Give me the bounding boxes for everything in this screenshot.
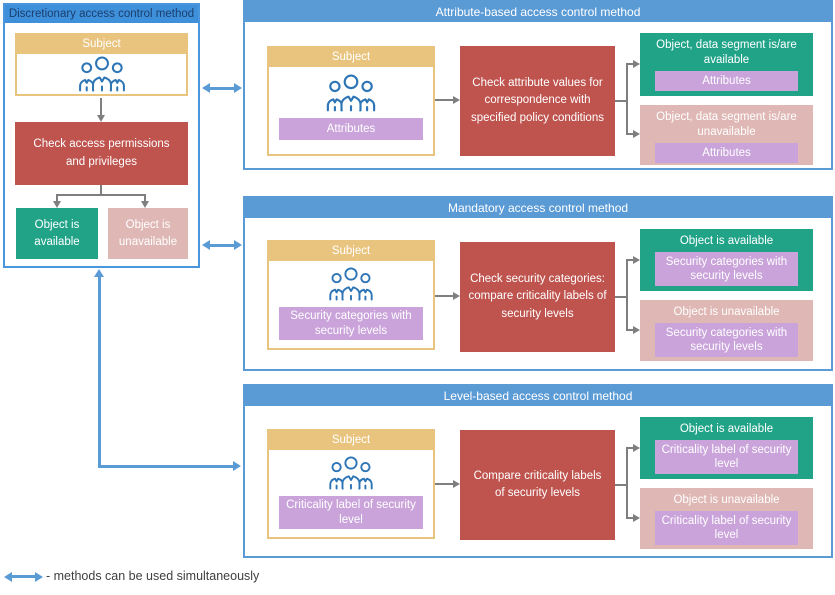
attribute-subject-box: Subject Attributes — [267, 46, 435, 156]
arrowhead-left-icon — [202, 240, 210, 250]
arrowhead-right-icon — [633, 444, 640, 452]
attribute-available-tag: Attributes — [655, 70, 798, 91]
mandatory-available-label: Object is available — [679, 235, 774, 247]
connector-check-stub — [615, 100, 627, 102]
connector-disc-level-horizontal — [98, 465, 233, 468]
panel-level: Level-based access control method Subjec… — [243, 384, 833, 558]
arrowhead-right-icon — [233, 461, 241, 471]
connector-check-stub — [615, 484, 627, 486]
connector-disc-mand — [209, 244, 235, 247]
mandatory-subject-label: Subject — [269, 242, 433, 261]
arrowhead-right-icon — [453, 480, 460, 488]
mandatory-subject-box: Subject Security categories with securit… — [267, 240, 435, 350]
mandatory-unavailable-tag: Security categories with security levels — [655, 322, 798, 357]
connector-to-available — [626, 447, 634, 449]
arrowhead-right-icon — [633, 256, 640, 264]
panel-mandatory: Mandatory access control method Subject … — [243, 196, 833, 371]
level-unavailable-label: Object is unavailable — [673, 494, 780, 506]
level-unavailable-tag: Criticality label of security level — [655, 510, 798, 545]
attribute-subject-label: Subject — [269, 48, 433, 67]
people-group-icon — [269, 67, 433, 118]
legend-arrowhead-right-icon — [35, 572, 43, 582]
connector-disc-level-vertical — [98, 277, 101, 468]
arrowhead-right-icon — [633, 130, 640, 138]
level-subject-tag: Criticality label of security level — [279, 496, 423, 529]
connector-branch-vertical — [626, 259, 628, 331]
connector-to-unavailable — [626, 133, 634, 135]
level-check-box: Compare criticality labels of security l… — [460, 430, 615, 540]
arrowhead-up-icon — [94, 269, 104, 277]
legend-label: - methods can be used simultaneously — [46, 569, 260, 583]
connector-branch-vertical — [626, 447, 628, 519]
attribute-check-box: Check attribute values for correspondenc… — [460, 46, 615, 156]
arrowhead-right-icon — [453, 292, 460, 300]
discretionary-check-box: Check access permissions and privileges — [15, 122, 188, 185]
panel-mandatory-title: Mandatory access control method — [245, 198, 831, 218]
connector-subject-to-check — [435, 99, 454, 101]
connector-branch-left — [56, 194, 58, 202]
arrowhead-right-icon — [453, 96, 460, 104]
mandatory-unavailable-box: Object is unavailable Security categorie… — [640, 300, 813, 361]
connector-subject-to-check — [435, 483, 454, 485]
connector-branch-stub — [100, 185, 102, 195]
discretionary-available-box: Object is available — [16, 208, 98, 259]
legend-arrowhead-left-icon — [4, 572, 12, 582]
arrowhead-right-icon — [234, 83, 242, 93]
attribute-subject-tag: Attributes — [279, 118, 423, 140]
discretionary-unavailable-box: Object is unavailable — [108, 208, 188, 259]
connector-subject-to-check — [435, 295, 454, 297]
attribute-unavailable-tag: Attributes — [655, 142, 798, 163]
connector-disc-attr — [209, 87, 235, 90]
level-subject-box: Subject Criticality label of security le… — [267, 429, 435, 539]
attribute-available-label: Object, data segment is/are available — [656, 39, 797, 66]
level-unavailable-box: Object is unavailable Criticality label … — [640, 488, 813, 549]
mandatory-available-box: Object is available Security categories … — [640, 229, 813, 291]
panel-attribute: Attribute-based access control method Su… — [243, 0, 833, 170]
arrowhead-down-icon — [141, 201, 149, 208]
connector-to-available — [626, 259, 634, 261]
mandatory-available-tag: Security categories with security levels — [655, 251, 798, 286]
connector-branch-vertical — [626, 63, 628, 135]
arrowhead-right-icon — [633, 514, 640, 522]
mandatory-subject-tag: Security categories with security levels — [279, 307, 423, 340]
panel-discretionary: Discretionary access control method Subj… — [3, 3, 200, 268]
people-group-icon — [269, 261, 433, 307]
level-available-tag: Criticality label of security level — [655, 439, 798, 474]
people-group-icon — [17, 54, 186, 94]
legend-arrow-line — [11, 575, 36, 578]
level-subject-label: Subject — [269, 431, 433, 450]
connector-branch-horizontal — [56, 194, 146, 196]
attribute-unavailable-label: Object, data segment is/are unavailable — [656, 111, 797, 138]
arrowhead-down-icon — [53, 201, 61, 208]
panel-discretionary-title: Discretionary access control method — [5, 5, 198, 23]
connector-to-available — [626, 63, 634, 65]
connector-check-stub — [615, 296, 627, 298]
connector-subject-to-check — [100, 98, 102, 116]
mandatory-unavailable-label: Object is unavailable — [673, 306, 780, 318]
level-available-label: Object is available — [679, 423, 774, 435]
level-available-box: Object is available Criticality label of… — [640, 417, 813, 479]
discretionary-subject-label: Subject — [17, 35, 186, 54]
mandatory-check-box: Check security categories: compare criti… — [460, 242, 615, 352]
arrowhead-right-icon — [234, 240, 242, 250]
people-group-icon — [269, 450, 433, 496]
arrowhead-right-icon — [633, 326, 640, 334]
panel-attribute-title: Attribute-based access control method — [245, 2, 831, 22]
connector-to-unavailable — [626, 517, 634, 519]
arrowhead-down-icon — [97, 115, 105, 122]
connector-to-unavailable — [626, 329, 634, 331]
arrowhead-right-icon — [633, 60, 640, 68]
discretionary-subject-box: Subject — [15, 33, 188, 96]
attribute-available-box: Object, data segment is/are available At… — [640, 33, 813, 96]
connector-branch-right — [144, 194, 146, 202]
attribute-unavailable-box: Object, data segment is/are unavailable … — [640, 105, 813, 165]
panel-level-title: Level-based access control method — [245, 386, 831, 406]
arrowhead-left-icon — [202, 83, 210, 93]
